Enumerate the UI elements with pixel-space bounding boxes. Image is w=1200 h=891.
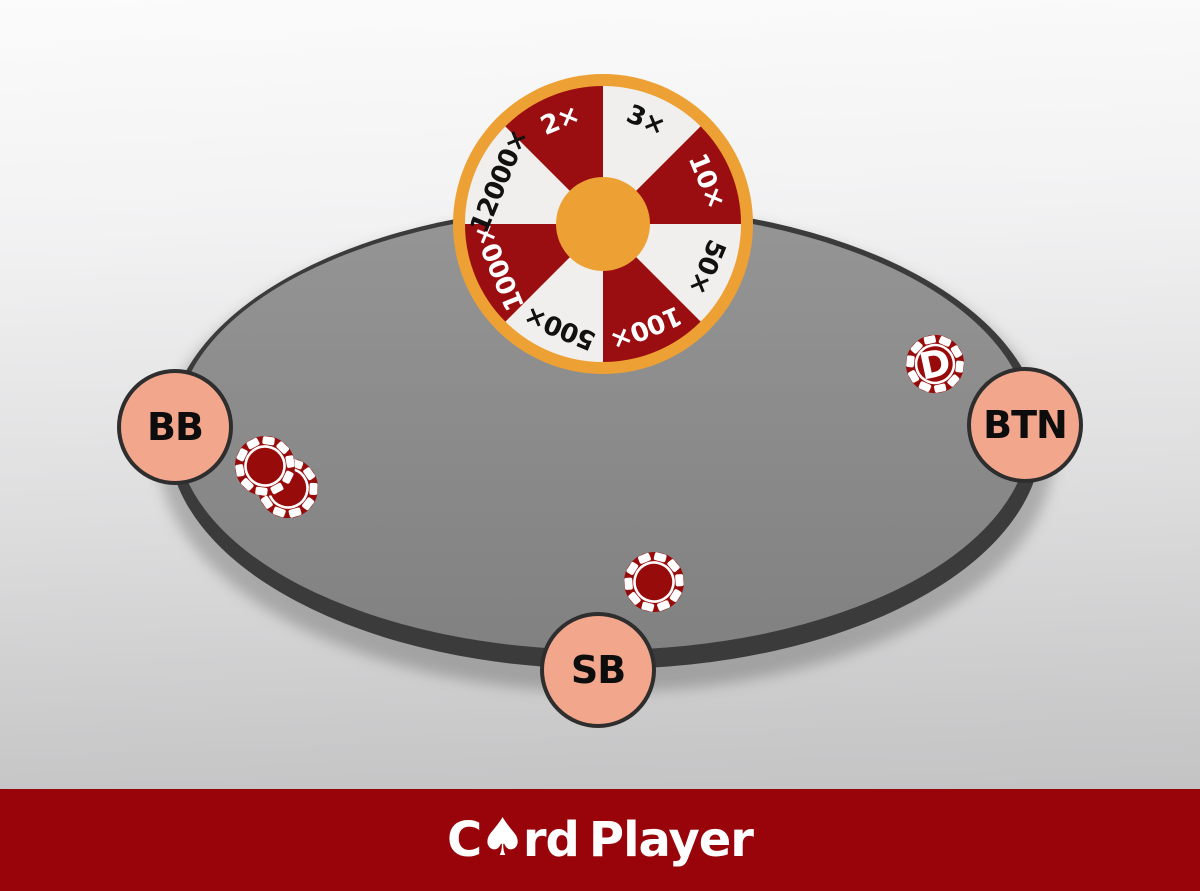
footer-bar: C ♠ rd Player xyxy=(0,789,1200,891)
multiplier-wheel: 3× 10× 50× 100× 500× 1000× 12000× 2× xyxy=(453,74,753,374)
logo-text-rd: rd xyxy=(522,812,580,868)
seat-bb: BB xyxy=(117,369,233,485)
table-surface xyxy=(176,210,1030,650)
seat-btn-label: BTN xyxy=(983,403,1068,447)
wheel-hub xyxy=(556,177,650,271)
cardplayer-logo: C ♠ rd Player xyxy=(447,808,754,868)
seat-sb: SB xyxy=(540,612,656,728)
logo-text-c: C xyxy=(447,812,482,868)
logo-spade-icon: ♠ xyxy=(479,808,526,868)
seat-sb-label: SB xyxy=(570,648,626,692)
logo-text-player: Player xyxy=(588,812,754,868)
seat-btn: BTN xyxy=(967,367,1083,483)
dealer-button-icon: D xyxy=(899,328,971,400)
seat-bb-label: BB xyxy=(147,405,204,449)
